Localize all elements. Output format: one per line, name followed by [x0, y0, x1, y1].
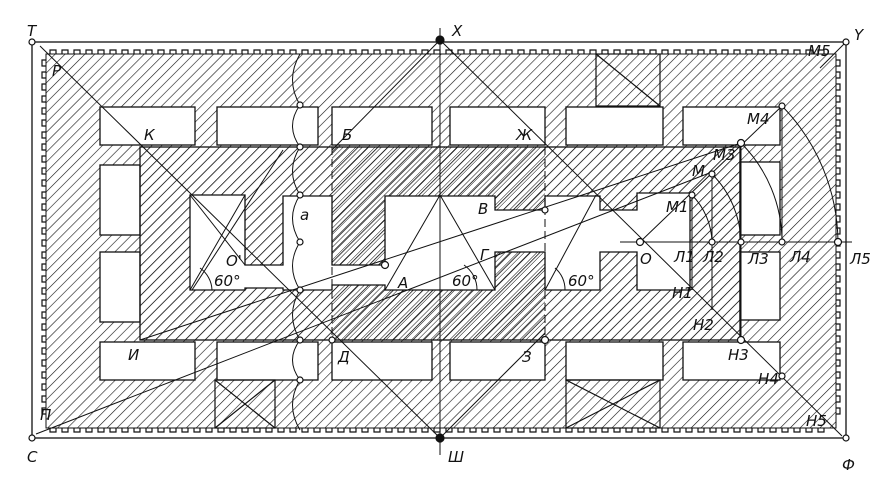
label-Pi: П [40, 406, 51, 424]
label-Z: З [522, 348, 532, 366]
label-L2: Л2 [702, 248, 724, 266]
label-I: И [128, 346, 139, 364]
label-Y: Y [854, 26, 865, 44]
angle-label-2: 60° [452, 272, 479, 290]
label-H2: H2 [693, 316, 714, 334]
label-M5: M5 [808, 42, 831, 60]
label-M3: M3 [713, 146, 736, 164]
angle-label-1: 60° [214, 272, 241, 290]
label-Sh: Ш [448, 448, 464, 466]
label-L1: Л1 [673, 248, 695, 266]
label-O1: O' [226, 252, 242, 270]
label-M: M [692, 162, 705, 180]
label-D: Д [337, 348, 350, 366]
construction-points [28, 35, 850, 443]
label-F: Ф [842, 456, 855, 474]
label-H1: H1 [672, 284, 693, 302]
label-L5: Л5 [849, 250, 871, 268]
label-G: Г [480, 246, 490, 264]
label-K: К [144, 126, 156, 144]
label-H3: H3 [728, 346, 749, 364]
label-H4: H4 [758, 370, 779, 388]
label-P: Р [52, 62, 62, 80]
angle-label-3: 60° [568, 272, 595, 290]
label-X: Х [451, 22, 463, 40]
label-O: O [640, 250, 652, 268]
label-M1: M1 [666, 198, 689, 216]
label-S: С [27, 448, 38, 466]
label-B: Б [342, 126, 352, 144]
construction-lines [35, 28, 852, 455]
label-T: Т [27, 22, 38, 40]
room-x [189, 194, 246, 291]
label-A: A [397, 274, 408, 292]
label-Zh: Ж [515, 126, 533, 144]
crenellation [41, 49, 841, 433]
label-V: В [478, 200, 488, 218]
label-H5: H5 [806, 412, 827, 430]
label-M4: M4 [747, 110, 770, 128]
label-a: a [300, 206, 309, 224]
label-L3: Л3 [747, 250, 769, 268]
point-labels: Т Р К Б Ж Х Y M5 M4 M3 M M1 O Л1 Л2 Л3 Л… [27, 22, 871, 474]
rooms [99, 106, 781, 381]
label-L4: Л4 [789, 248, 811, 266]
x-rooms [214, 53, 661, 429]
